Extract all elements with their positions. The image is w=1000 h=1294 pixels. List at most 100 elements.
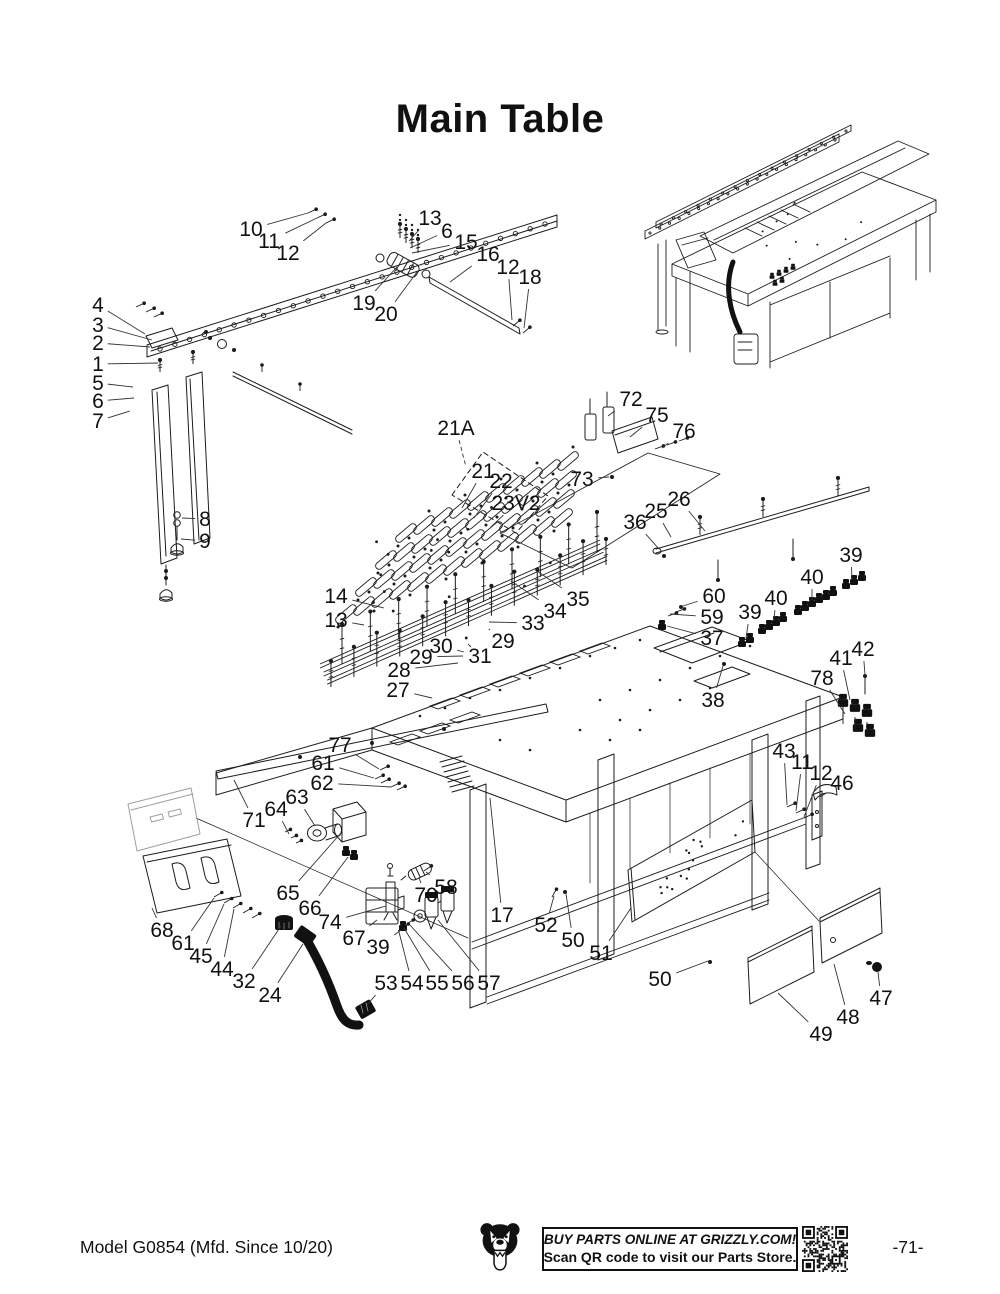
callout-leader [394, 929, 402, 936]
callout-leader [366, 994, 376, 1006]
callout-leader [662, 522, 672, 538]
cabinet-panels [627, 799, 883, 1005]
callout-leader [180, 538, 196, 541]
callout-leader [716, 665, 724, 689]
callout-label: 43 [772, 740, 795, 763]
callout-label: 30 [429, 635, 452, 658]
callout-leader [437, 655, 464, 658]
top-fence-rail [146, 214, 558, 435]
callout-leader [489, 797, 502, 903]
callout-leader [508, 279, 513, 321]
manifold-67 [365, 887, 405, 925]
callout-label: 24 [258, 984, 282, 1007]
callout-label: 31 [468, 645, 491, 668]
callout-leader [565, 893, 572, 928]
callout-leader [205, 903, 225, 945]
callout-label: 51 [589, 942, 612, 965]
callout-leader [285, 217, 318, 234]
callout-label: 47 [869, 987, 892, 1010]
callout-label: 5 [92, 372, 104, 395]
callout-label: 8 [199, 508, 211, 531]
callout-label: 44 [210, 958, 234, 981]
callout-leader [409, 235, 438, 249]
main-table-body [195, 625, 844, 1009]
callout-label: 67 [342, 927, 365, 950]
callout-label: 61 [311, 752, 334, 775]
callout-label: 32 [232, 970, 255, 993]
callout-leader [833, 963, 846, 1006]
callout-leader [819, 792, 826, 798]
callout-leader [645, 533, 660, 550]
callout-leader [107, 343, 151, 348]
callout-label: 11 [791, 751, 813, 774]
callout-label: 50 [561, 929, 584, 952]
callout-leader [488, 621, 517, 624]
callout-leader [369, 919, 378, 927]
buy-parts-banner: BUY PARTS ONLINE AT GRIZZLY.COM! Scan QR… [542, 1227, 798, 1271]
callout-label: 26 [667, 488, 690, 511]
callout-label: 77 [328, 734, 351, 757]
callout-label: 12 [809, 762, 832, 785]
callout-leader [398, 931, 410, 972]
page-title: Main Table [395, 96, 605, 141]
callout-label: 29 [491, 630, 514, 653]
callout-leader [829, 689, 846, 715]
callout-leader [394, 271, 418, 303]
callout-leader [281, 820, 290, 835]
callout-leader [777, 992, 809, 1023]
callout-label: 64 [264, 798, 288, 821]
callout-label: 7 [92, 410, 104, 433]
callout-label: 58 [434, 876, 457, 899]
callout-leader [548, 895, 555, 914]
callout-leader [107, 362, 159, 365]
callout-leader [863, 661, 866, 676]
callout-label: 3 [92, 314, 104, 337]
assembled-machine-inset [644, 124, 937, 369]
callout-label: 10 [239, 218, 262, 241]
footer-model-text: Model G0854 (Mfd. Since 10/20) [80, 1237, 333, 1257]
callout-leader [461, 482, 477, 509]
callout-leader [598, 476, 610, 479]
callout-label: 18 [518, 266, 541, 289]
callout-leader [488, 628, 491, 631]
limit-switch-assembly [499, 391, 721, 569]
callout-leader [682, 600, 698, 607]
callout-label: 62 [310, 772, 333, 795]
callout-label: 29 [409, 646, 432, 669]
knob-32 [275, 915, 293, 930]
callout-leader [661, 442, 669, 449]
callout-leader [318, 856, 349, 897]
callout-label: 42 [851, 638, 874, 661]
callout-label: 2 [92, 332, 104, 355]
callout-label: 49 [809, 1023, 832, 1046]
callout-label: 66 [298, 897, 321, 920]
callout-label: 39 [839, 544, 862, 567]
callout-leader [669, 613, 696, 617]
callout-label: 68 [150, 919, 173, 942]
callout-label: 56 [451, 972, 474, 995]
qr-code [802, 1226, 848, 1272]
callout-label: 37 [700, 627, 723, 650]
callout-label: 22 [489, 470, 512, 493]
callout-label: 76 [672, 420, 695, 443]
callout-label: 54 [400, 972, 424, 995]
callout-label: 34 [543, 600, 567, 623]
callout-label: 72 [619, 388, 642, 411]
callout-label: 38 [701, 689, 724, 712]
callout-leader [745, 624, 749, 639]
callout-leader [877, 971, 881, 986]
callout-label: 45 [189, 945, 212, 968]
callout-leader [356, 754, 380, 770]
filter-regulator-57 [413, 886, 455, 930]
stop-bracket-46 [811, 784, 838, 841]
callout-label: 4 [92, 294, 104, 317]
callout-label: 41 [829, 647, 852, 670]
callout-label: 46 [830, 772, 853, 795]
callout-label: 50 [648, 968, 671, 991]
callout-leader [181, 517, 196, 520]
callout-leader [803, 784, 817, 818]
callout-label: 63 [285, 786, 308, 809]
callout-label: 71 [242, 809, 265, 832]
callout-leader [352, 599, 385, 609]
